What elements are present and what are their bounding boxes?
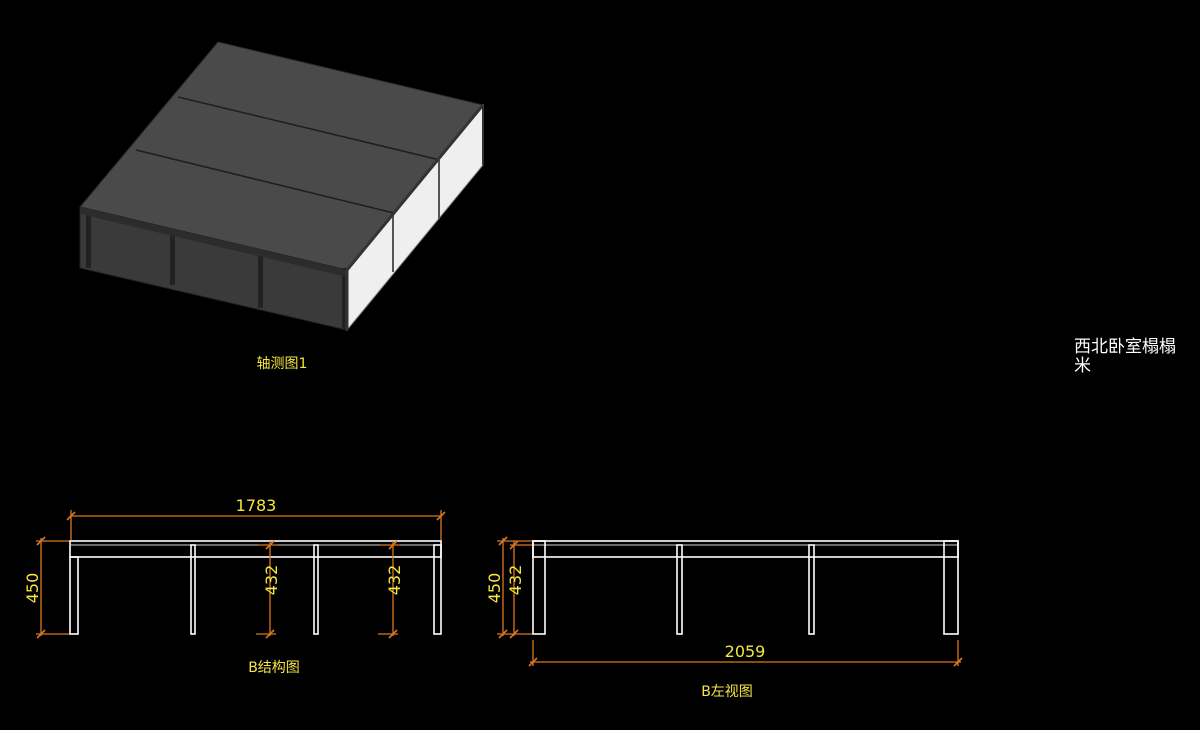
side-top-rail xyxy=(345,104,485,271)
dimension-tick xyxy=(66,511,76,521)
dimension-tick xyxy=(509,540,519,550)
dimension-tick xyxy=(953,657,963,667)
dimension-tick xyxy=(265,540,275,550)
structure-leg xyxy=(433,544,442,635)
front-top-rail xyxy=(80,207,347,277)
dimension-tick xyxy=(36,536,46,546)
height-dimension-text: 450 xyxy=(485,573,504,604)
leg-height-dimension-text: 432 xyxy=(385,565,404,596)
dimension-tick xyxy=(498,629,508,639)
top-panel-seam xyxy=(177,96,441,161)
left-view-leg xyxy=(943,540,959,635)
left-view-top-rail xyxy=(532,540,959,558)
dimension-tick xyxy=(388,629,398,639)
height-dimension-text: 450 xyxy=(23,573,42,604)
left-view: 450 432 2059 B左视图 xyxy=(485,536,963,700)
dimension-tick xyxy=(436,511,446,521)
dimension-tick xyxy=(265,629,275,639)
left-view-leg xyxy=(676,544,683,635)
width-dimension-text: 1783 xyxy=(236,496,277,515)
width-dimension-text: 2059 xyxy=(725,642,766,661)
note-line-1: 西北卧室榻榻 xyxy=(1074,337,1176,357)
left-view-caption: B左视图 xyxy=(701,684,753,700)
dimension-tick xyxy=(498,536,508,546)
front-post xyxy=(342,268,347,330)
structure-leg xyxy=(69,556,79,635)
dimension-tick xyxy=(509,629,519,639)
leg-height-dimension-text: 432 xyxy=(506,565,525,596)
front-post xyxy=(86,213,91,268)
front-post xyxy=(170,230,175,285)
structure-caption: B结构图 xyxy=(248,660,300,676)
leg-height-dimension-text: 432 xyxy=(262,565,281,596)
dimension-tick xyxy=(528,657,538,667)
dimension-tick xyxy=(388,540,398,550)
top-panel-seam xyxy=(135,149,399,215)
left-view-leg xyxy=(532,540,546,635)
room-note: 西北卧室榻榻 米 xyxy=(1074,337,1176,376)
dimension-tick xyxy=(36,629,46,639)
structure-top-rail xyxy=(69,540,442,558)
note-line-2: 米 xyxy=(1074,356,1091,376)
structure-leg xyxy=(313,544,319,635)
axonometric-caption: 轴测图1 xyxy=(257,356,308,372)
left-view-leg xyxy=(808,544,815,635)
structure-leg xyxy=(190,544,196,635)
axonometric-view: 轴测图1 xyxy=(79,41,485,372)
front-post xyxy=(258,250,263,308)
structure-view: 1783 450 432 432 B结构图 xyxy=(23,496,446,676)
